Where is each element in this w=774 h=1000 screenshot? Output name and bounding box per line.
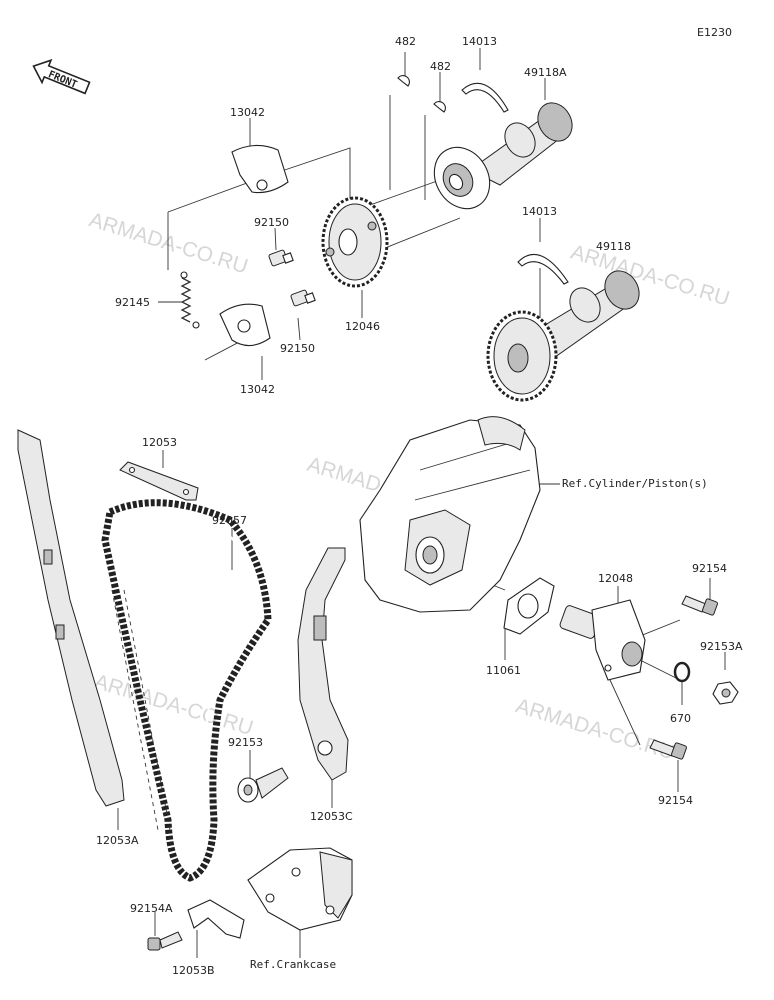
clip-482-lower [433,101,446,113]
label-12053: 12053 [142,436,177,449]
label-482-upper: 482 [395,35,416,48]
bolt-92153 [237,767,289,803]
tensioner-guide-12053c [297,547,349,781]
label-49118: 49118 [596,240,631,253]
label-92154a: 92154A [130,902,173,915]
crankcase-section [247,847,353,931]
nut-92153a [712,681,739,705]
label-670: 670 [670,712,691,725]
clip-482-upper [397,75,410,87]
camshaft-49118a [433,102,573,210]
cylinder-housing [359,416,541,613]
half-ring-14013-upper [461,82,509,113]
bolt-92150-upper [268,249,294,267]
spring-92145 [180,271,200,329]
part-labels: 482 482 14013 49118A 13042 92150 92145 9… [96,35,743,977]
chain-guide-12053 [119,461,199,501]
timing-chain-92057 [101,499,272,882]
camshaft-49118 [486,253,640,402]
label-92150-upper: 92150 [254,216,289,229]
chain-guide-12053a [17,429,125,807]
bolt-92150-lower [290,289,316,307]
label-482-lower: 482 [430,60,451,73]
label-92154-lower: 92154 [658,794,693,807]
label-12053c: 12053C [310,810,353,823]
label-13042-upper: 13042 [230,106,265,119]
watermark-1: ARMADA-CO.RU [86,208,250,278]
cam-sprocket-12046 [321,196,389,288]
bolt-92154-upper [681,595,718,616]
bolt-92154-lower [649,739,687,760]
label-49118a: 49118A [524,66,567,79]
ref-crankcase: Ref.Crankcase [250,958,336,971]
ref-cylinder-piston: Ref.Cylinder/Piston(s) [562,477,708,490]
front-badge: FRONT [32,58,91,95]
label-92153a: 92153A [700,640,743,653]
label-92150-lower: 92150 [280,342,315,355]
guide-bracket-12053b [187,899,245,939]
bolt-92154a [147,931,183,951]
label-11061: 11061 [486,664,521,677]
label-92154-upper: 92154 [692,562,727,575]
label-13042-lower: 13042 [240,383,275,396]
o-ring-670 [673,661,691,683]
label-92145: 92145 [115,296,150,309]
label-12048: 12048 [598,572,633,585]
decompression-weight-13042-upper [231,144,289,194]
gasket-11061 [503,577,555,635]
cam-assembly-top [180,75,573,347]
label-92153: 92153 [228,736,263,749]
label-92057: 92057 [212,514,247,527]
half-ring-14013-lower [517,253,569,285]
label-12053b: 12053B [172,964,215,977]
label-12053a: 12053A [96,834,139,847]
diagram-code: E1230 [697,26,732,39]
chain-tensioner-12048 [559,599,646,681]
label-14013-upper: 14013 [462,35,497,48]
label-12046: 12046 [345,320,380,333]
label-14013-lower: 14013 [522,205,557,218]
watermark-5: ARMADA-CO.RU [513,694,677,764]
